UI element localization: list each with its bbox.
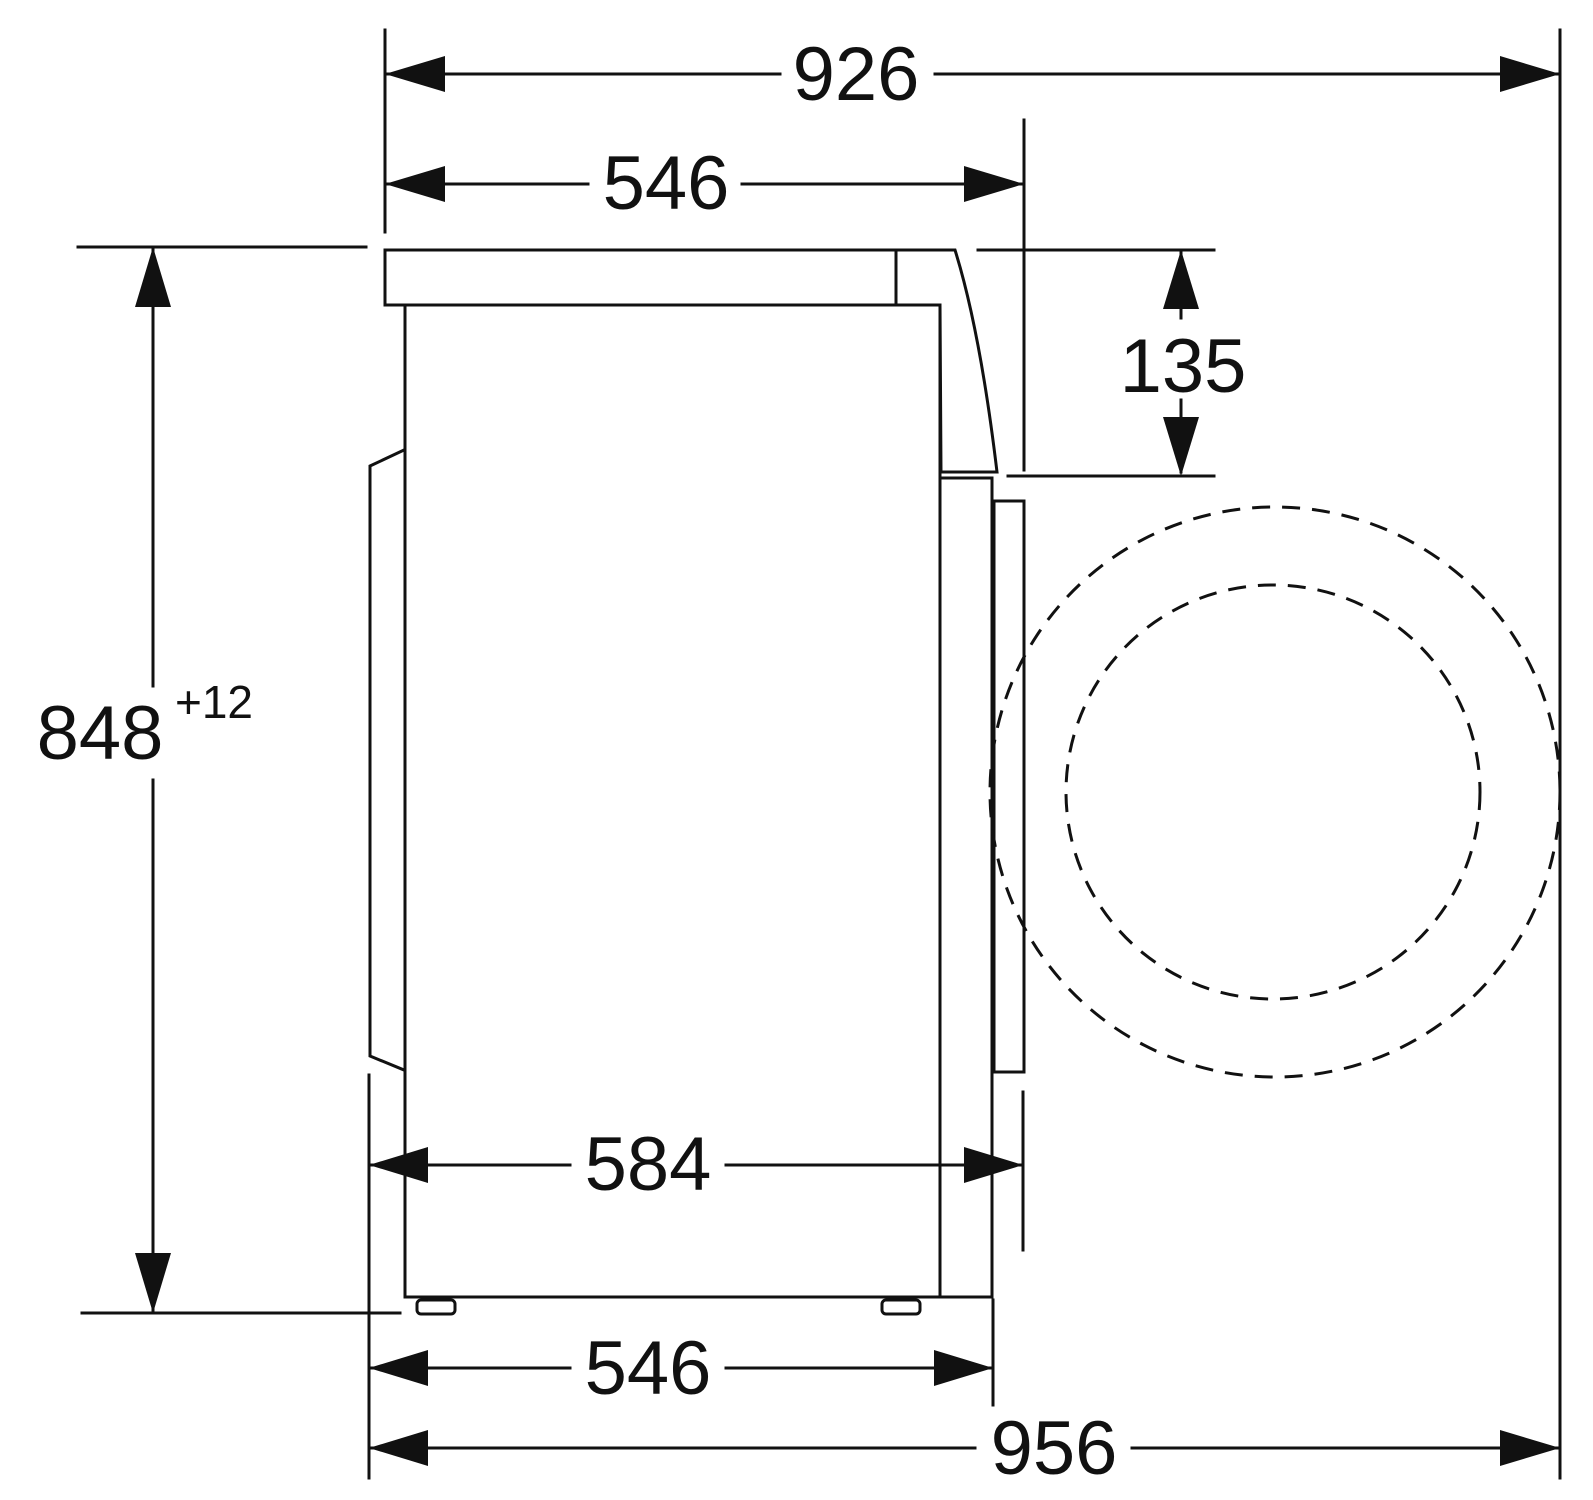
- arrow-926-left: [385, 56, 445, 92]
- dimension-848-label: 848: [37, 691, 164, 776]
- dimension-926-label: 926: [793, 32, 920, 117]
- front-fascia: [938, 476, 994, 1299]
- worktop-outline: [383, 248, 999, 474]
- arrow-926-right: [1500, 56, 1560, 92]
- dimension-584-label: 584: [585, 1122, 712, 1207]
- arrow-848-top: [135, 247, 171, 307]
- door-handle-block: [992, 499, 1026, 1074]
- arrow-956-right: [1500, 1430, 1560, 1466]
- front-foot: [415, 1298, 457, 1316]
- arrow-135-bottom: [1163, 417, 1199, 476]
- dimension-546-bottom-label: 546: [585, 1326, 712, 1411]
- dimension-135-label: 135: [1120, 324, 1247, 409]
- arrow-956-left: [369, 1430, 428, 1466]
- arrow-546-bottom-right: [934, 1350, 993, 1386]
- dimension-956-label: 956: [991, 1406, 1118, 1491]
- arrow-848-bottom: [135, 1253, 171, 1313]
- arrow-584-right: [964, 1147, 1023, 1183]
- dimension-546-top-label: 546: [603, 141, 730, 226]
- rear-panel-bulge: [368, 448, 406, 1072]
- dimension-848-tolerance: +12: [175, 676, 253, 728]
- arrow-135-top: [1163, 250, 1199, 309]
- arrow-584-left: [369, 1147, 428, 1183]
- arrow-546-bottom-left: [369, 1350, 428, 1386]
- rear-foot: [880, 1298, 922, 1316]
- door-swing-outer: [988, 505, 1562, 1079]
- arrow-546-top-right: [964, 166, 1024, 202]
- arrow-546-top-left: [385, 166, 445, 202]
- door-swing-inner: [1064, 583, 1482, 1001]
